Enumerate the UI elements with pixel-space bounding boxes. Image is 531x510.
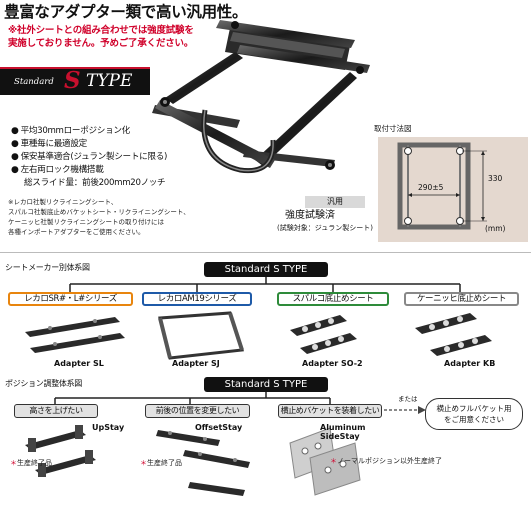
feature-item: ●保安基準適合(ジュラン製シートに限る) <box>11 152 168 162</box>
disc-offsetstay: ＊生産終了品 <box>140 459 182 467</box>
badge-prefix: Standard <box>14 77 54 87</box>
badge-letter: S <box>64 67 81 94</box>
adapter-kb-image <box>415 313 492 356</box>
full-bucket-bubble: 横止めフルバケット用 をご用意ください <box>425 398 523 430</box>
seat-rail-image <box>152 20 370 174</box>
sidestay-label: SideStay <box>320 432 360 441</box>
warning-note-line1: ※社外シートとの組み合わせでは強度試験を <box>8 25 194 36</box>
feature-item: 総スライド量：前後200mm20ノッチ <box>24 178 166 188</box>
section1-title: シートメーカー別体系図 <box>5 263 90 272</box>
adapter-sj-image <box>158 311 244 360</box>
adapter-kb-label: Adapter KB <box>444 359 496 368</box>
general-purpose-tag: 汎用 <box>305 196 365 208</box>
import-adapter-note: ※レカロ社製リクライニングシート、 スパルコ社製底止めバケットシート・リクライニ… <box>8 198 190 236</box>
or-arrow <box>384 406 426 414</box>
mount-diagram-title: 取付寸法図 <box>374 124 412 133</box>
aluminum-label: Aluminum <box>320 423 366 432</box>
adapter-so2-image <box>290 315 357 354</box>
upstay-label: UpStay <box>92 423 125 432</box>
feature-item: ●左右両ロック機構搭載 <box>11 165 104 175</box>
page-title: 豊富なアダプター類で高い汎用性。 <box>4 3 248 21</box>
section1-connector <box>69 277 461 292</box>
offsetstay-image <box>156 430 250 496</box>
category-sparco: スパルコ底止めシート <box>277 292 389 306</box>
mount-diagram <box>378 137 528 242</box>
adapter-so2-label: Adapter SO-2 <box>302 359 363 368</box>
adapter-sj-label: Adapter SJ <box>172 359 220 368</box>
section2-connector <box>54 392 331 405</box>
warning-note-line2: 実施しておりません。予めご了承ください。 <box>8 38 194 49</box>
strength-test-label: 強度試験済 <box>285 210 335 221</box>
feature-item: ●平均30mmローポジション化 <box>11 126 130 136</box>
category-koenig: ケーニッヒ底止めシート <box>404 292 519 306</box>
offsetstay-label: OffsetStay <box>195 423 243 432</box>
section2-title: ポジション調整体系図 <box>5 379 82 388</box>
section1-banner: Standard S TYPE <box>204 262 328 277</box>
option-side-mount: 横止めバケットを装着したい <box>278 404 382 418</box>
disc-upstay: ＊生産終了品 <box>10 459 52 467</box>
mount-width-label: 290±5 <box>418 183 444 192</box>
adapter-sl-image <box>25 317 125 353</box>
option-change-position: 前後の位置を変更したい <box>145 404 250 418</box>
or-label: または <box>398 395 418 403</box>
section2-banner: Standard S TYPE <box>204 377 328 392</box>
mount-unit-label: (mm) <box>485 224 506 233</box>
s-type-badge <box>0 67 150 95</box>
badge-suffix: TYPE <box>86 71 133 91</box>
upstay-image <box>25 425 96 477</box>
feature-item: ●車種毎に最適設定 <box>11 139 87 149</box>
mount-height-label: 330 <box>488 174 503 183</box>
adapter-sl-label: Adapter SL <box>54 359 104 368</box>
option-raise-height: 高さを上げたい <box>14 404 98 418</box>
category-recaro-am19: レカロAM19シリーズ <box>142 292 252 306</box>
section-divider <box>0 252 531 253</box>
strength-test-note: (試験対象：ジュラン製シート) <box>277 224 373 232</box>
aluminum-sidestay-image <box>289 427 361 496</box>
disc-sidestay: ＊ノーマルポジション以外生産終了 <box>330 457 442 465</box>
category-recaro-sr: レカロSR#・L#シリーズ <box>8 292 133 306</box>
